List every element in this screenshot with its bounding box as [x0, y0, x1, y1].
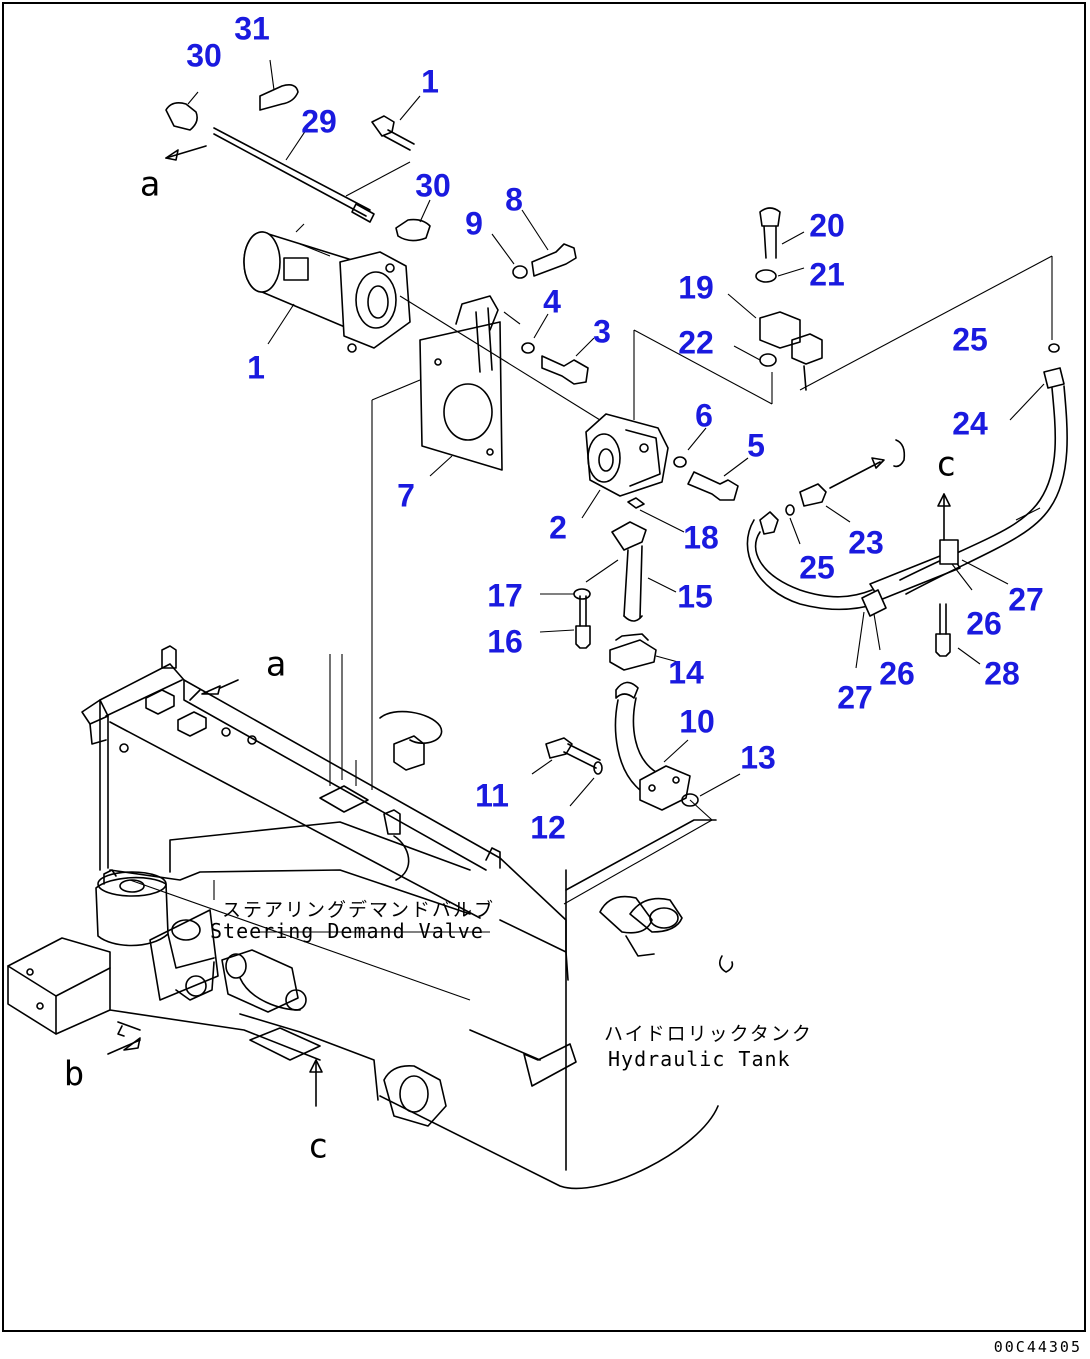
part-callout-21: 21: [809, 256, 845, 292]
hydraulic-tank: [379, 819, 734, 1190]
steering-valve-caption-en: Steering Demand Valve: [210, 919, 484, 943]
part-callout-24: 24: [952, 405, 988, 441]
reference-letters: a a b c c: [64, 165, 956, 1167]
part-callout-20: 20: [809, 207, 845, 243]
hydraulic-pump: [581, 329, 773, 533]
part-callout-27: 27: [837, 679, 873, 715]
part-callout-9: 9: [465, 205, 483, 241]
part-callout-1: 1: [247, 349, 265, 385]
part-callout-22: 22: [678, 324, 714, 360]
part-callout-12: 12: [530, 809, 566, 845]
connection-ref-c: c: [308, 1127, 328, 1167]
suction-piping: [531, 521, 741, 905]
switch-assembly: [727, 207, 1060, 404]
part-callout-26: 26: [966, 605, 1002, 641]
rod-assembly: [165, 59, 431, 242]
part-callout-8: 8: [505, 181, 523, 217]
hydraulic-tank-caption-jp: ハイドロリックタンク: [604, 1023, 813, 1045]
hose-assembly: [746, 367, 1068, 669]
callout-labels: 1123456789101112131415161718192021222324…: [186, 10, 1044, 845]
drawing-frame: [2, 2, 1086, 1332]
part-callout-29: 29: [301, 103, 337, 139]
part-callout-13: 13: [740, 739, 776, 775]
pump-motor: [243, 223, 411, 353]
part-callout-2: 2: [549, 509, 567, 545]
part-callout-6: 6: [695, 397, 713, 433]
part-callout-10: 10: [679, 703, 715, 739]
bracket-plate: [371, 295, 503, 790]
part-callout-7: 7: [397, 477, 415, 513]
part-callout-3: 3: [593, 313, 611, 349]
part-callout-30: 30: [415, 167, 451, 203]
connection-ref-c: c: [936, 445, 956, 485]
connection-ref-a: a: [266, 645, 286, 685]
part-callout-11: 11: [475, 777, 509, 813]
part-callout-26: 26: [879, 655, 915, 691]
part-callout-25: 25: [799, 549, 835, 585]
part-callout-16: 16: [487, 623, 523, 659]
connection-ref-a: a: [140, 165, 160, 205]
part-callout-17: 17: [487, 577, 523, 613]
part-callout-15: 15: [677, 578, 713, 614]
part-callout-23: 23: [848, 524, 884, 560]
steering-valve: [7, 869, 490, 1107]
hydraulic-tank-caption-en: Hydraulic Tank: [608, 1047, 791, 1071]
chassis-frame: [81, 645, 567, 1001]
part-callout-1: 1: [421, 63, 439, 99]
connection-ref-b: b: [64, 1055, 84, 1095]
part-callout-31: 31: [234, 10, 270, 46]
bolt-1-upper: [371, 95, 421, 151]
part-callout-14: 14: [668, 654, 704, 690]
part-callout-5: 5: [747, 427, 765, 463]
bolts-3-4-8-9: [399, 209, 601, 421]
part-callout-27: 27: [1008, 581, 1044, 617]
steering-valve-caption-jp: ステアリングデマンドバルブ: [222, 898, 495, 921]
part-callout-25: 25: [952, 321, 988, 357]
drawing-code: 00C44305: [993, 1338, 1082, 1356]
part-callout-4: 4: [543, 283, 561, 319]
part-callout-19: 19: [678, 269, 714, 305]
part-callout-28: 28: [984, 655, 1020, 691]
part-callout-18: 18: [683, 519, 719, 555]
part-callout-30: 30: [186, 37, 222, 73]
